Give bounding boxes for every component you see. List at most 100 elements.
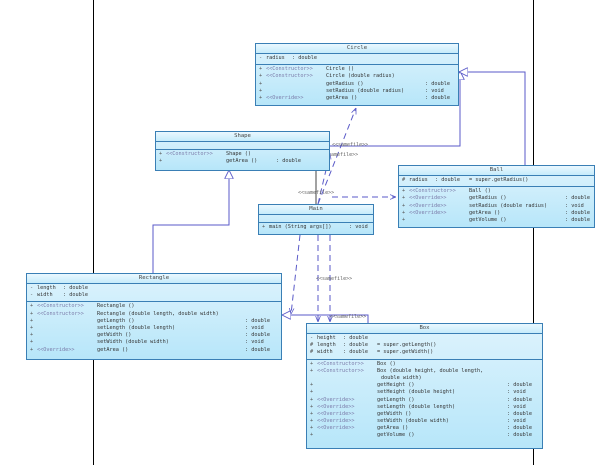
visibility-marker: + bbox=[310, 367, 314, 374]
return-type: : double bbox=[565, 195, 590, 202]
visibility-marker: + bbox=[402, 188, 406, 195]
return-type: : double bbox=[245, 332, 270, 339]
operation-row[interactable]: +<<Constructor>>Ball () bbox=[399, 188, 594, 195]
visibility-marker: + bbox=[259, 94, 263, 101]
operation-signature: setWidth (double width) bbox=[97, 339, 169, 346]
return-type: : void bbox=[565, 202, 584, 209]
operation-row[interactable]: +<<Override>>setLength (double length): … bbox=[307, 404, 542, 411]
operation-row[interactable]: +<<Override>>setWidth (double width): vo… bbox=[307, 418, 542, 425]
stereotype: <<Constructor>> bbox=[409, 188, 456, 195]
operation-signature: Box () bbox=[377, 360, 396, 367]
class-name: Box bbox=[307, 324, 542, 334]
operation-row[interactable]: +<<Override>>getRadius (): double bbox=[399, 195, 594, 202]
dependency-main-to-rectangle[interactable] bbox=[291, 234, 301, 314]
operation-row[interactable]: +<<Override>>getArea (): double bbox=[307, 425, 542, 432]
operation-row[interactable]: +<<Constructor>>Rectangle (double length… bbox=[27, 311, 281, 318]
visibility-marker: + bbox=[30, 317, 34, 324]
operation-row[interactable]: +<<Constructor>>Circle () bbox=[256, 66, 458, 73]
dependency-label-rectangle: <<samefile>> bbox=[330, 314, 366, 320]
attribute-row[interactable]: -height: double bbox=[307, 335, 542, 342]
operation-row[interactable]: +<<Constructor>>Shape () bbox=[156, 151, 329, 158]
attribute-name: radius bbox=[266, 55, 285, 61]
class-main[interactable]: Main +main (String args[]): void bbox=[258, 204, 374, 235]
operation-row[interactable]: +getHeight (): double bbox=[307, 382, 542, 389]
operation-row[interactable]: +setRadius (double radius): void bbox=[256, 88, 458, 95]
operation-row[interactable]: +<<Constructor>>Box () bbox=[307, 361, 542, 368]
class-shape[interactable]: Shape +<<Constructor>>Shape ()+getArea ()… bbox=[155, 131, 330, 171]
visibility-marker: + bbox=[30, 324, 34, 331]
class-box[interactable]: Box-height: double#length: double= super… bbox=[306, 323, 543, 449]
stereotype: <<Override>> bbox=[317, 396, 355, 403]
class-rectangle[interactable]: Rectangle-length: double-width: double+<… bbox=[26, 273, 282, 360]
visibility-marker: + bbox=[259, 80, 263, 87]
operation-row[interactable]: +<<Override>>getArea (): double bbox=[256, 95, 458, 102]
operation-signature: getLength () bbox=[377, 396, 415, 403]
visibility-marker: + bbox=[30, 310, 34, 317]
generalization-shape-to-circle[interactable] bbox=[329, 71, 460, 147]
stereotype: <<Override>> bbox=[317, 410, 355, 417]
operation-row[interactable]: +main (String args[]): void bbox=[259, 224, 373, 231]
attributes-section: -height: double#length: double= super.ge… bbox=[307, 334, 542, 360]
stereotype: <<Override>> bbox=[409, 195, 447, 202]
generalization-rectangle-to-shape[interactable] bbox=[152, 170, 229, 273]
visibility-marker: + bbox=[310, 425, 314, 432]
operation-signature: getVolume () bbox=[469, 216, 507, 223]
return-type: : void bbox=[245, 324, 264, 331]
class-ball[interactable]: Ball#radius: double= super.getRadius()+<… bbox=[398, 165, 595, 228]
attributes-section bbox=[259, 215, 373, 223]
operation-row[interactable]: +setWidth (double width): void bbox=[27, 339, 281, 346]
operation-signature: Box (double height, double length, bbox=[377, 367, 484, 374]
operation-row[interactable]: +getWidth (): double bbox=[27, 332, 281, 339]
operation-row[interactable]: +getLength (): double bbox=[27, 318, 281, 325]
operation-row[interactable]: +<<Override>>getLength (): double bbox=[307, 397, 542, 404]
operation-row[interactable]: +getVolume (): double bbox=[399, 217, 594, 224]
visibility-marker: + bbox=[259, 73, 263, 80]
dependency-main-to-circle[interactable] bbox=[317, 108, 357, 205]
visibility-marker: + bbox=[310, 432, 314, 439]
operation-row[interactable]: + setHeight (double height) : void bbox=[307, 389, 542, 396]
operation-row[interactable]: +<<Constructor>>Box (double height, doub… bbox=[307, 368, 542, 375]
attribute-row[interactable]: #radius: double= super.getRadius() bbox=[399, 177, 594, 184]
attribute-type: : double bbox=[343, 335, 368, 341]
visibility-marker: + bbox=[310, 403, 314, 410]
operation-row[interactable]: +<<Override>>getWidth (): double bbox=[307, 411, 542, 418]
return-type: : void bbox=[507, 389, 526, 396]
operation-row[interactable]: + setLength (double length) : void bbox=[27, 325, 281, 332]
operation-signature: setLength (double length) bbox=[97, 324, 176, 331]
operation-signature: getHeight () bbox=[377, 382, 415, 389]
operation-row[interactable]: +getRadius (): double bbox=[256, 81, 458, 88]
class-name: Main bbox=[259, 205, 373, 215]
class-circle[interactable]: Circle-radius: double+<<Constructor>>Cir… bbox=[255, 43, 459, 106]
attribute-row[interactable]: -length: double bbox=[27, 285, 281, 292]
return-type: : double bbox=[507, 425, 532, 432]
attribute-row[interactable]: -radius: double bbox=[256, 55, 458, 62]
attribute-row[interactable]: #width: double= super.getWidth() bbox=[307, 349, 542, 356]
operation-row[interactable]: +getArea (): double bbox=[156, 158, 329, 165]
generalization-box-to-rectangle[interactable] bbox=[282, 315, 369, 323]
visibility-marker: + bbox=[310, 389, 314, 396]
attribute-row[interactable]: #length: double= super.getLength() bbox=[307, 342, 542, 349]
visibility-marker: + bbox=[259, 87, 263, 94]
operation-row[interactable]: +getVolume (): double bbox=[307, 432, 542, 439]
attribute-row[interactable]: -width: double bbox=[27, 292, 281, 299]
operation-signature: getArea () bbox=[469, 209, 501, 216]
stereotype: <<Override>> bbox=[409, 202, 447, 209]
attribute-type: : double bbox=[435, 177, 460, 183]
visibility-marker: - bbox=[30, 292, 34, 299]
class-name: Shape bbox=[156, 132, 329, 142]
operation-row[interactable]: +<<Constructor>>Circle (double radius) bbox=[256, 73, 458, 80]
operations-section: +<<Constructor>>Circle ()+<<Constructor>… bbox=[256, 65, 458, 104]
return-type: : double bbox=[565, 216, 590, 223]
operation-signature: setHeight (double height) bbox=[377, 389, 456, 396]
operations-section: +main (String args[]): void bbox=[259, 223, 373, 233]
operation-row[interactable]: +<<Override>>getArea (): double bbox=[27, 347, 281, 354]
generalization-circle-to-ball[interactable] bbox=[459, 72, 526, 165]
dependency-label-circle: <<samefile>> bbox=[332, 142, 368, 148]
operation-row[interactable]: +<<Override>>setRadius (double radius): … bbox=[399, 203, 594, 210]
return-type: : double bbox=[507, 396, 532, 403]
operation-signature: getWidth () bbox=[97, 332, 132, 339]
operation-row[interactable]: +<<Constructor>>Rectangle () bbox=[27, 303, 281, 310]
operation-row[interactable]: +<<Override>>getArea (): double bbox=[399, 210, 594, 217]
operation-signature: setRadius (double radius) bbox=[326, 87, 405, 94]
